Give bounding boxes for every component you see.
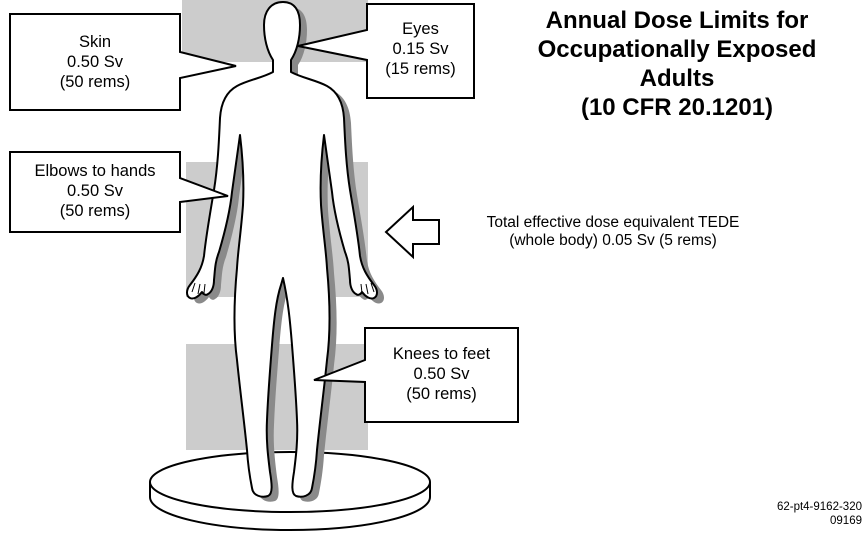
knees-dose-rems: (50 rems) (365, 384, 518, 404)
elbows-dose-sv: 0.50 Sv (10, 181, 180, 201)
figure-id: 62-pt4-9162-320 09169 (777, 500, 862, 528)
skin-callout: Skin 0.50 Sv (50 rems) (10, 32, 180, 92)
eyes-dose-sv: 0.15 Sv (367, 39, 474, 59)
knees-label: Knees to feet (365, 344, 518, 364)
skin-label: Skin (10, 32, 180, 52)
knees-callout: Knees to feet 0.50 Sv (50 rems) (365, 344, 518, 404)
diagram-title: Annual Dose Limits for Occupationally Ex… (492, 6, 862, 122)
title-line-4: (10 CFR 20.1201) (492, 93, 862, 122)
eyes-label: Eyes (367, 19, 474, 39)
figure-id-line-1: 62-pt4-9162-320 (777, 500, 862, 514)
elbows-label: Elbows to hands (10, 161, 180, 181)
title-line-3: Adults (492, 64, 862, 93)
tede-line-2: (whole body) 0.05 Sv (5 rems) (448, 232, 778, 250)
skin-dose-sv: 0.50 Sv (10, 52, 180, 72)
eyes-callout: Eyes 0.15 Sv (15 rems) (367, 19, 474, 79)
tede-arrow-icon (386, 207, 439, 257)
figure-id-line-2: 09169 (777, 514, 862, 528)
pedestal (150, 452, 430, 530)
skin-dose-rems: (50 rems) (10, 72, 180, 92)
tede-label: Total effective dose equivalent TEDE (wh… (448, 214, 778, 250)
elbows-dose-rems: (50 rems) (10, 201, 180, 221)
eyes-dose-rems: (15 rems) (367, 59, 474, 79)
title-line-1: Annual Dose Limits for (492, 6, 862, 35)
title-line-2: Occupationally Exposed (492, 35, 862, 64)
tede-line-1: Total effective dose equivalent TEDE (448, 214, 778, 232)
elbows-callout: Elbows to hands 0.50 Sv (50 rems) (10, 161, 180, 221)
knees-dose-sv: 0.50 Sv (365, 364, 518, 384)
